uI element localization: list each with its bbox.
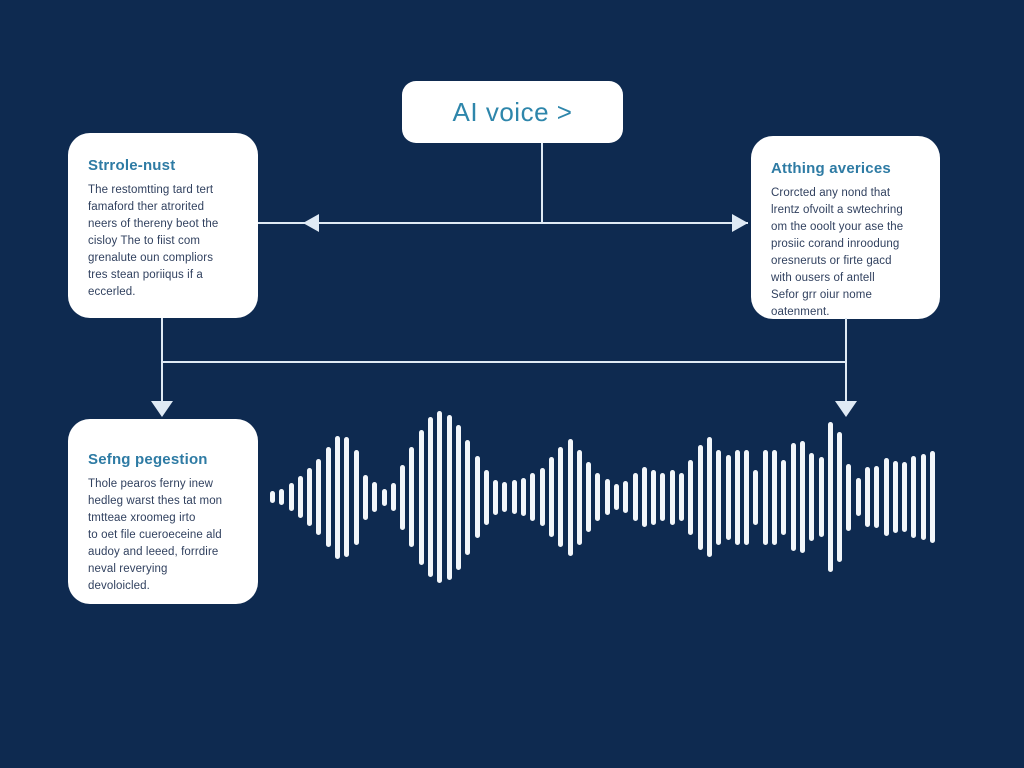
waveform-bar (660, 473, 666, 521)
card-strrole-nust-title: Strrole-nust (88, 157, 176, 174)
connector-right-vertical (845, 318, 847, 403)
waveform-bar (892, 461, 898, 533)
waveform-bar (344, 437, 350, 557)
waveform-bar (288, 483, 294, 511)
waveform-bar (632, 473, 638, 521)
connector-horizontal-rail (258, 222, 748, 224)
audio-waveform (270, 402, 940, 592)
waveform-bar (409, 447, 415, 547)
waveform-bar (521, 478, 527, 516)
waveform-bar (697, 444, 703, 550)
waveform-bar (762, 449, 768, 545)
waveform-bar (297, 476, 303, 518)
waveform-bar (437, 411, 443, 583)
waveform-bar (586, 462, 592, 532)
connector-left-vertical (161, 318, 163, 403)
waveform-bar (511, 480, 517, 514)
waveform-bar (502, 482, 508, 512)
waveform-bar (669, 469, 675, 525)
waveform-bar (790, 443, 796, 551)
waveform-bar (604, 479, 610, 515)
waveform-bar (725, 454, 731, 540)
waveform-bar (827, 422, 833, 572)
waveform-bar (818, 457, 824, 537)
waveform-bar (567, 438, 573, 556)
waveform-bar (716, 449, 722, 545)
card-sefng-pegestion: Sefng pegestion Thole pearos ferny inew … (68, 419, 258, 604)
arrow-right-icon (732, 214, 748, 232)
waveform-bar (902, 462, 908, 532)
waveform-bar (846, 463, 852, 531)
waveform-bar (799, 441, 805, 553)
waveform-bar (706, 437, 712, 557)
waveform-bar (855, 478, 861, 516)
card-atthing-averices: Atthing averices Crorcted any nond that … (751, 136, 940, 319)
waveform-bar (316, 459, 322, 535)
waveform-bar (390, 483, 396, 511)
waveform-bar (335, 435, 341, 559)
waveform-bar (576, 449, 582, 545)
card-atthing-averices-body: Crorcted any nond that lrentz ofvoilt a … (771, 187, 904, 319)
waveform-bar (493, 479, 499, 515)
waveform-bar (400, 464, 406, 530)
waveform-bar (809, 453, 815, 541)
card-strrole-nust: Strrole-nust The restomtting tard tert f… (68, 133, 258, 318)
card-sefng-pegestion-body: Thole pearos ferny inew hedleg warst the… (88, 478, 223, 593)
connector-top-vertical (541, 143, 543, 224)
waveform-bar (270, 491, 275, 503)
card-strrole-nust-body: The restomtting tard tert famaford ther … (88, 184, 219, 299)
node-ai-voice: AI voice > (402, 81, 623, 143)
waveform-bar (307, 468, 313, 526)
waveform-bar (362, 474, 368, 520)
waveform-bar (641, 467, 647, 527)
waveform-bar (325, 447, 331, 547)
waveform-bar (865, 467, 870, 527)
waveform-bar (679, 473, 685, 521)
node-ai-voice-label: AI voice > (452, 96, 573, 127)
waveform-bar (623, 481, 629, 513)
waveform-bar (883, 458, 889, 536)
arrow-down-right-icon (835, 401, 857, 417)
waveform-bar (418, 429, 424, 565)
waveform-bar (381, 488, 387, 506)
waveform-bar (651, 469, 657, 525)
waveform-bar (688, 459, 694, 535)
waveform-bar (372, 482, 378, 512)
card-sefng-pegestion-title: Sefng pegestion (88, 451, 208, 468)
arrow-left-icon (303, 214, 319, 232)
waveform-bar (734, 449, 740, 545)
waveform-bar (353, 449, 359, 545)
waveform-bar (772, 449, 778, 545)
connector-lower-horizontal (162, 361, 847, 363)
waveform-bar (911, 456, 917, 538)
waveform-bar (837, 432, 843, 562)
card-atthing-averices-title: Atthing averices (771, 160, 891, 177)
waveform-bar (279, 489, 285, 505)
waveform-bar (455, 424, 461, 570)
waveform-bar (465, 439, 471, 555)
waveform-bar (474, 456, 480, 538)
waveform-bar (613, 484, 619, 510)
waveform-bar (874, 466, 880, 528)
arrow-down-left-icon (151, 401, 173, 417)
waveform-bar (753, 469, 759, 525)
waveform-bar (781, 459, 787, 535)
waveform-bar (446, 414, 452, 580)
waveform-bar (920, 454, 926, 540)
waveform-bar (744, 449, 750, 545)
waveform-bar (428, 417, 434, 577)
waveform-bar (548, 457, 554, 537)
waveform-bar (539, 468, 545, 526)
waveform-bar (930, 451, 936, 543)
waveform-bar (595, 473, 601, 521)
waveform-bar (530, 473, 536, 521)
waveform-bar (483, 469, 489, 525)
waveform-bar (558, 447, 564, 547)
